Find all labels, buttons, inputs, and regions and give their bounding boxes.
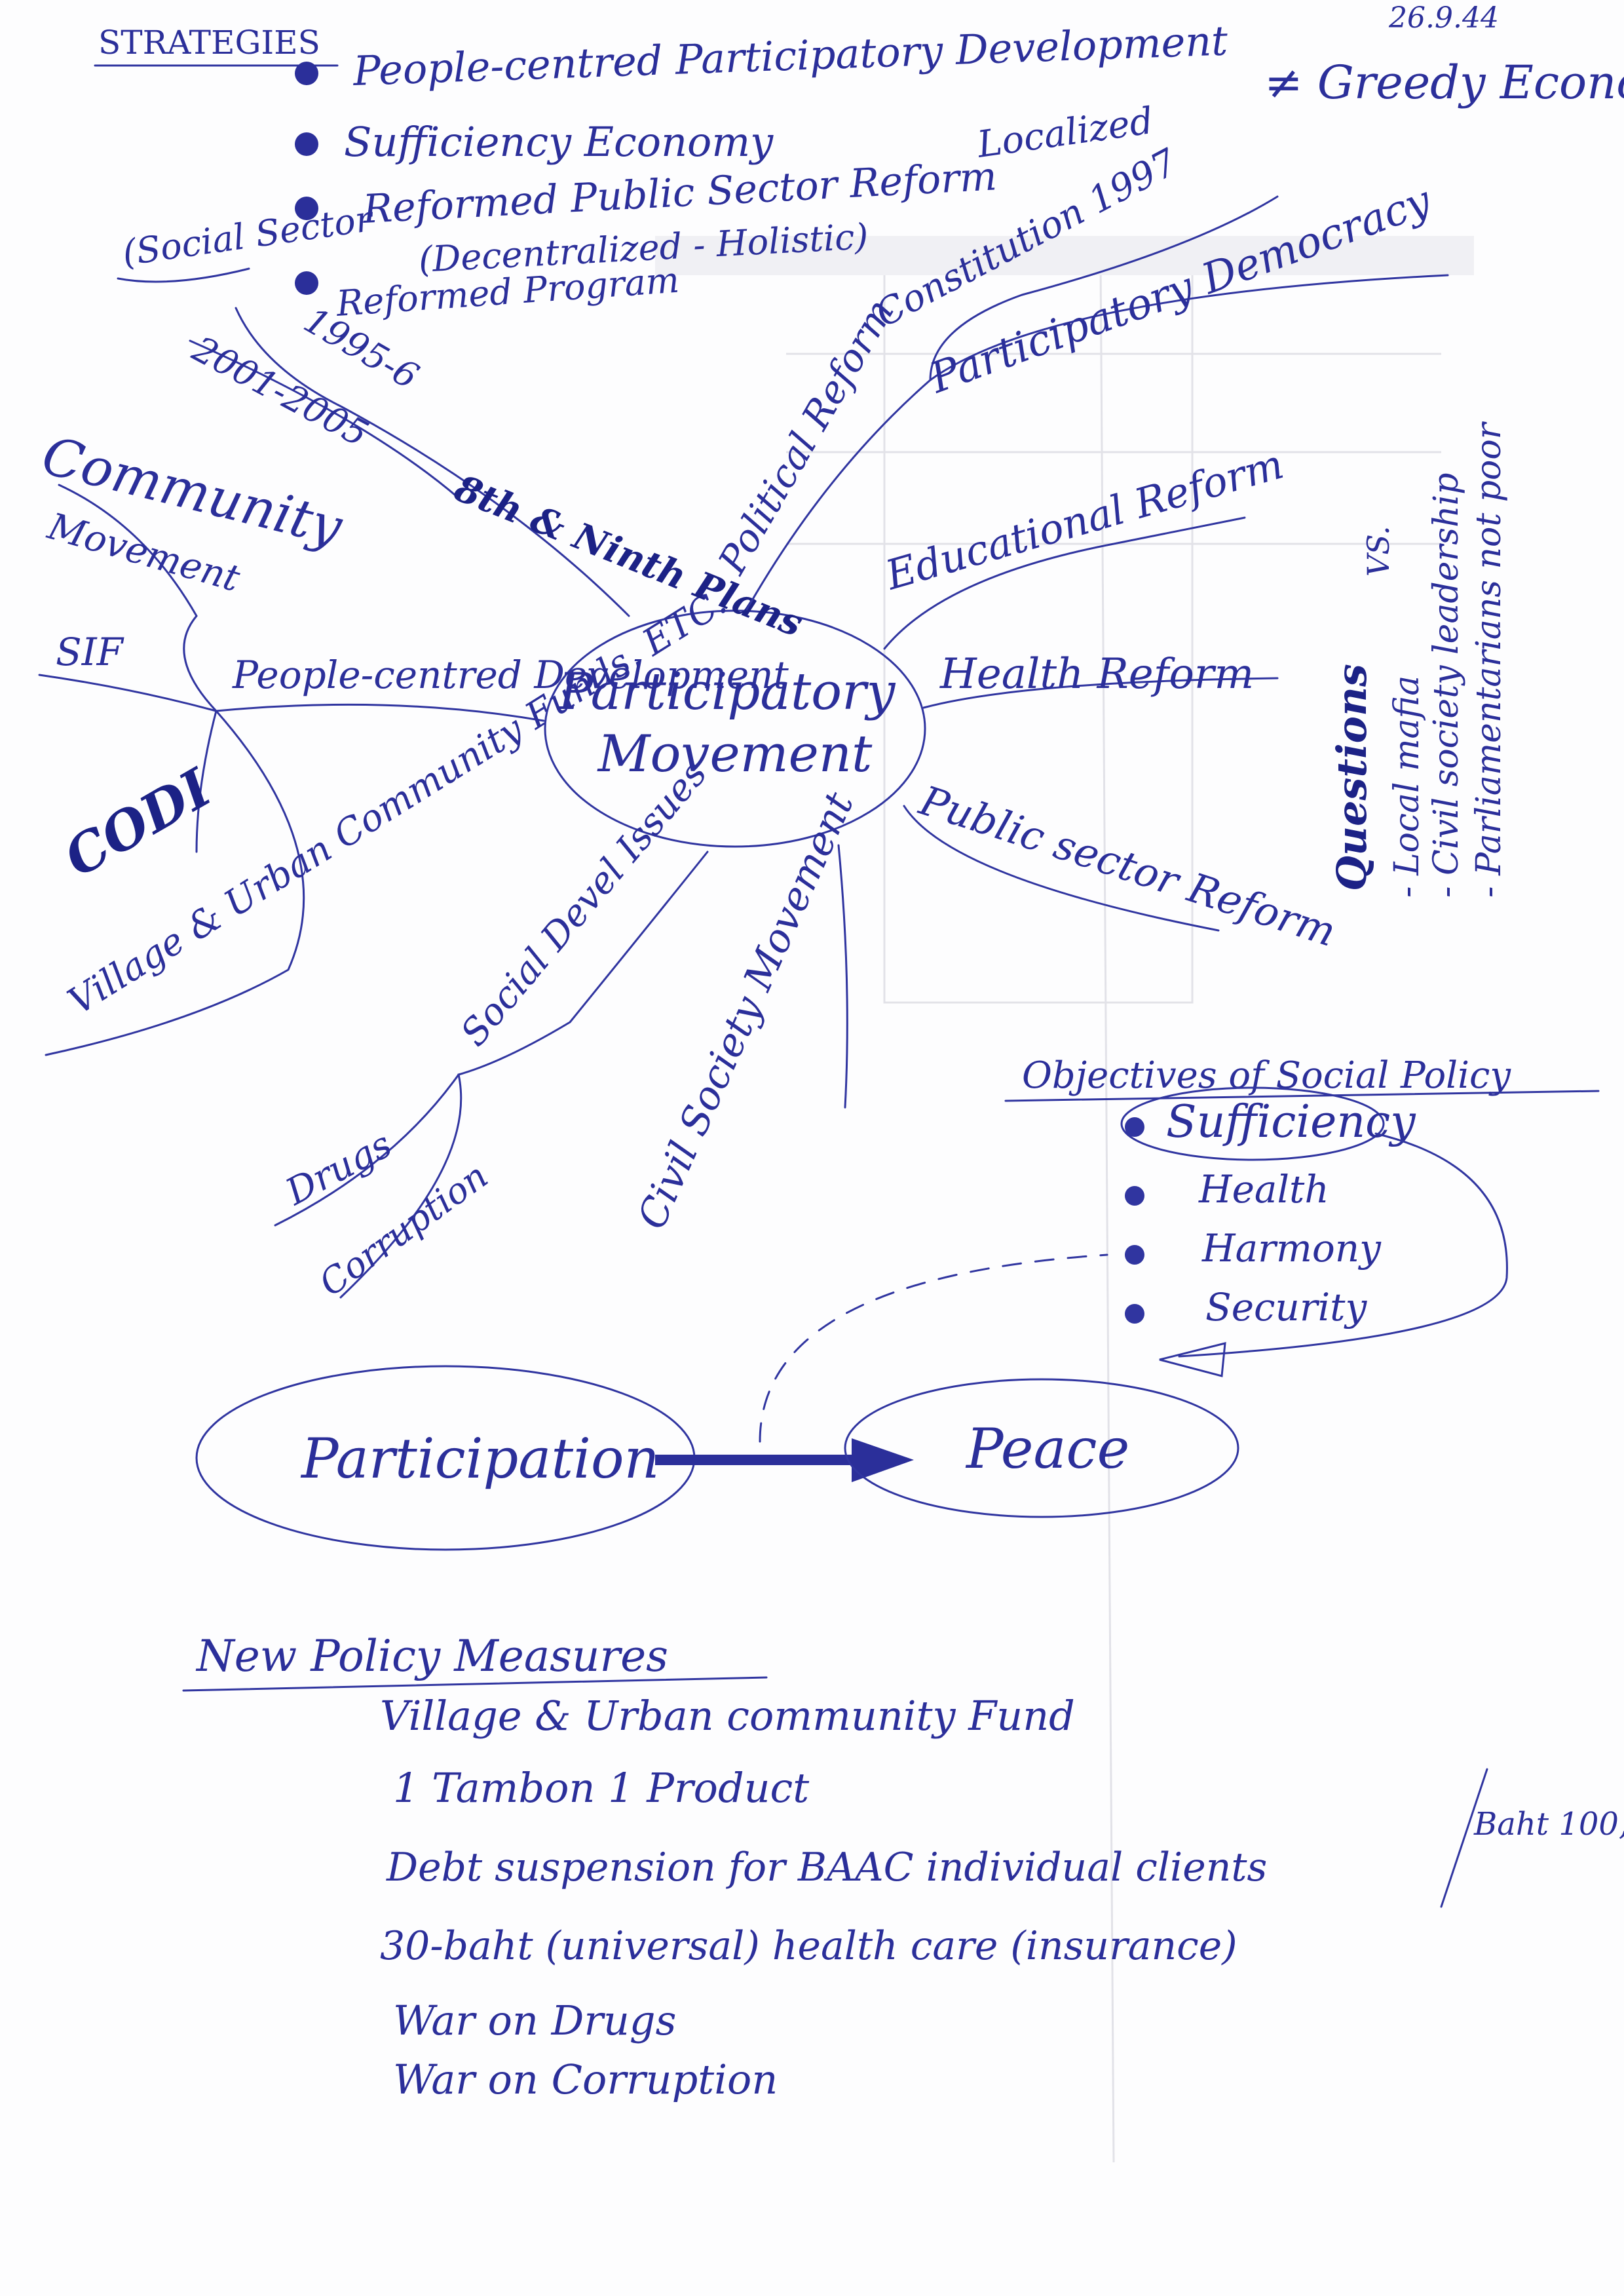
dashed-link-to-objectives [759,1253,1108,1443]
health-reform-label: Health Reform [939,650,1254,698]
measures-heading: New Policy Measures [195,1631,668,1681]
objectives-heading-underline [1004,1090,1600,1102]
drugs-label: Drugs [278,1123,399,1214]
center-node-text-line2: Movement [597,725,873,784]
strategy-item: Sufficiency Economy [344,118,774,166]
objective-bullet [1125,1186,1144,1206]
social-devel-label: Social Devel Issues [453,753,715,1054]
show-through-background [655,236,1474,2163]
measures-note: Baht 100,000 ↓ [1473,1806,1624,1843]
participation-label: Participation [300,1426,660,1491]
center-node-label: Participatory Movement [557,662,912,784]
peace-outline [844,1378,1239,1518]
strategy-bullet [295,197,318,220]
participatory-democracy-label: Participatory Democracy [923,176,1437,403]
branch-line-codi [195,710,217,853]
objective-item: Harmony [1201,1226,1382,1271]
branch-line-plans-years [189,339,460,499]
branch-line-political [746,274,1449,611]
social-sector-underline [117,267,250,283]
question-item: - Local mafia [1388,676,1427,898]
question-item: - Parliamentarians not poor [1469,421,1509,898]
objectives-loop-arrowhead [1159,1342,1226,1377]
center-node-text: Participatory [557,662,896,721]
branch-line-drugs [274,1073,460,1227]
date: 26.9.44 [1388,1,1499,35]
civil-society-label: Civil Society Movement [629,785,863,1236]
branch-line-educational [883,516,1246,650]
vs-label: VS. [1361,526,1396,577]
social-sector-note: (Social Sector [120,198,377,274]
questions-section: Questions - Local mafia - Civil society … [1328,421,1509,898]
objective-bullet [1125,1304,1144,1324]
branch-line-plans [235,307,630,617]
measure-item: War on Corruption [393,2056,778,2103]
branch-line-social-devel [339,851,709,1299]
localized-label: Localized [974,100,1156,166]
greedy-economy-contrast: ≠ Greedy Economy [1264,56,1624,109]
flow-section: Participation Peace [195,1253,1239,1551]
branch-line-civil-society [837,844,848,1109]
center-node-outline [544,609,926,848]
public-sector-label: Public sector Reform [913,776,1341,956]
educational-reform-label: Educational Reform [880,440,1289,599]
branch-line-sif [38,674,217,712]
strategy-bullet [295,271,318,295]
objective-item: Health [1198,1167,1329,1212]
measures-note-divider [1440,1768,1488,1908]
strategy-item: People-centred Participatory Development [352,16,1228,95]
objectives-heading: Objectives of Social Policy [1022,1054,1511,1097]
objectives-loop-arrow [1178,1132,1508,1358]
question-item: - Civil society leadership [1427,473,1466,898]
objective-bullet [1125,1245,1144,1265]
objective-item: Sufficiency [1166,1096,1416,1148]
measure-item: War on Drugs [393,1997,676,2044]
strategy-bullet [295,62,318,85]
measures-section: New Policy Measures Village & Urban comm… [182,1631,1624,2103]
sufficiency-outline [1120,1086,1385,1161]
objective-bullet [1125,1117,1144,1137]
political-reform-label: Political Reform [709,291,903,581]
branch-line-community [58,484,198,617]
branch-line-health [922,677,1279,709]
strategy-bullet [295,132,318,156]
measure-item: Debt suspension for BAAC individual clie… [386,1845,1267,1890]
peace-label: Peace [965,1417,1129,1481]
measure-item: Village & Urban community Fund [380,1692,1075,1740]
measure-item: 30-baht (universal) health care (insuran… [380,1923,1237,1969]
branch-line-village [45,710,305,1056]
objectives-section: Objectives of Social Policy Sufficiency … [1004,1054,1600,1377]
flow-arrowhead [852,1438,914,1482]
questions-heading: Questions [1328,664,1376,891]
people-centred-label: People-centred Development [232,653,789,697]
codi-label: CODI [54,756,223,889]
branch-line-constitution [929,195,1279,381]
greedy-economy-text: ≠ Greedy Economy [1264,56,1624,109]
strategies-heading: STRATEGIES [98,24,320,62]
measures-heading-underline [182,1676,768,1692]
measure-item: 1 Tambon 1 Product [393,1764,809,1812]
sif-label: SIF [56,630,124,674]
objective-item: Security [1205,1285,1367,1330]
branch-line-people-centered [183,615,545,722]
branch-line-public-sector [903,805,1220,932]
